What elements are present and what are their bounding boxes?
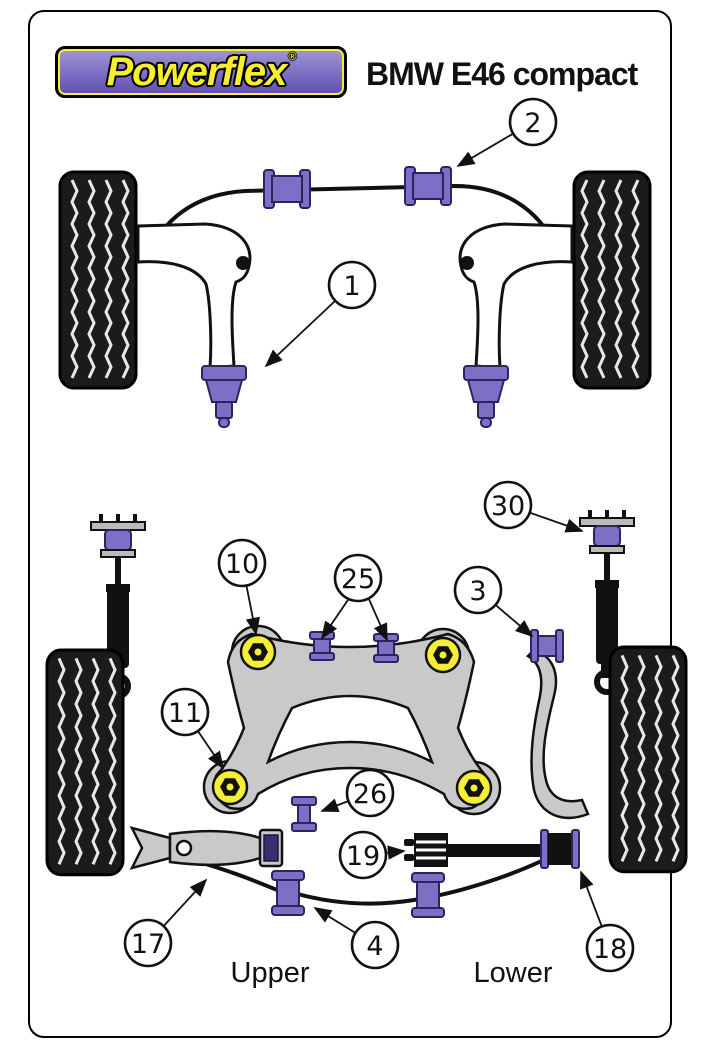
svg-text:30: 30: [491, 491, 525, 522]
upper-label: Upper: [231, 957, 310, 989]
page-border: [28, 10, 672, 1038]
subframe-bush-front-left: [239, 633, 277, 671]
registered-mark: ®: [288, 51, 296, 63]
brand-text: Powerflex®: [106, 50, 296, 94]
rear-arb-bush-right: [411, 872, 445, 918]
front-arb-bush-right: [404, 166, 452, 206]
trailing-arm-bracket: [525, 648, 590, 820]
diff-mount-bush-left: [309, 631, 335, 661]
rear-left-tire: [45, 648, 125, 877]
front-left-assembly: [60, 172, 250, 427]
rear-upper-arm: [129, 826, 284, 870]
rear-arb-bush-left: [271, 870, 305, 916]
callout-10: 10: [217, 538, 267, 636]
powerflex-logo: Powerflex®: [55, 46, 347, 98]
callout-4: 4: [313, 907, 400, 970]
svg-text:17: 17: [131, 929, 165, 960]
brand-label: Powerflex: [106, 50, 287, 94]
svg-text:25: 25: [341, 564, 375, 595]
callout-25: 25: [320, 553, 388, 642]
svg-text:26: 26: [353, 779, 387, 810]
subframe-bush-rear-left: [211, 768, 249, 806]
rear-anti-roll-bar: [191, 854, 553, 906]
page-title: BMW E46 compact: [366, 56, 638, 92]
callout-1: 1: [264, 260, 377, 368]
svg-text:19: 19: [346, 841, 380, 872]
rear-right-tire: [608, 645, 688, 874]
callouts: 2 1 30 10 25: [123, 97, 635, 973]
callout-30: 30: [483, 480, 584, 533]
callout-2: 2: [456, 97, 558, 167]
svg-text:18: 18: [593, 934, 627, 965]
subframe-bush-rear-right: [455, 769, 493, 807]
rear-arb-outer-bush: [540, 829, 580, 869]
front-right-assembly: [460, 172, 650, 427]
svg-text:10: 10: [225, 549, 259, 580]
subframe-bush-front-right: [424, 636, 462, 674]
svg-text:2: 2: [524, 108, 541, 139]
callout-18: 18: [580, 870, 635, 973]
svg-text:1: 1: [343, 271, 360, 302]
svg-text:11: 11: [168, 698, 202, 729]
rear-suspension: Upper Lower: [45, 510, 688, 989]
trailing-arm-bush: [530, 629, 564, 663]
front-arb-bush-left: [263, 169, 311, 209]
svg-text:3: 3: [469, 576, 486, 607]
front-suspension: [60, 166, 650, 427]
upper-arm-inner-bush: [291, 796, 317, 832]
lower-label: Lower: [474, 957, 553, 989]
rear-subframe: [202, 624, 502, 816]
callout-3: 3: [453, 565, 534, 638]
callout-26: 26: [320, 768, 395, 818]
callout-11: 11: [160, 687, 225, 770]
callout-19: 19: [338, 830, 406, 880]
rear-lower-arm: [404, 829, 580, 869]
callout-17: 17: [123, 878, 208, 968]
svg-text:4: 4: [366, 931, 383, 962]
